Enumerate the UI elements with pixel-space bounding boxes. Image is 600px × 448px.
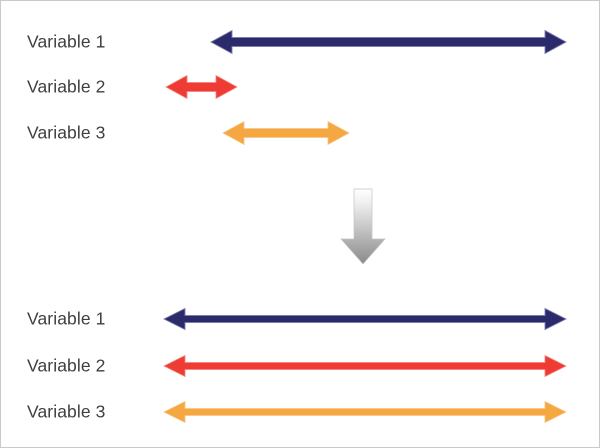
label-before-variable-3: Variable 3: [27, 122, 106, 143]
arrow-after-variable-3: [163, 400, 567, 424]
arrow-before-variable-1: [210, 29, 567, 55]
arrow-before-variable-3: [222, 120, 350, 146]
label-after-variable-3: Variable 3: [27, 401, 106, 422]
label-after-variable-1: Variable 1: [27, 308, 106, 329]
arrow-after-variable-2: [163, 354, 567, 378]
arrow-after-variable-1: [162, 307, 568, 331]
label-before-variable-1: Variable 1: [27, 31, 106, 52]
label-before-variable-2: Variable 2: [27, 76, 106, 97]
arrow-before-variable-2: [165, 74, 238, 100]
down-arrow-icon: [340, 188, 386, 265]
label-after-variable-2: Variable 2: [27, 355, 106, 376]
